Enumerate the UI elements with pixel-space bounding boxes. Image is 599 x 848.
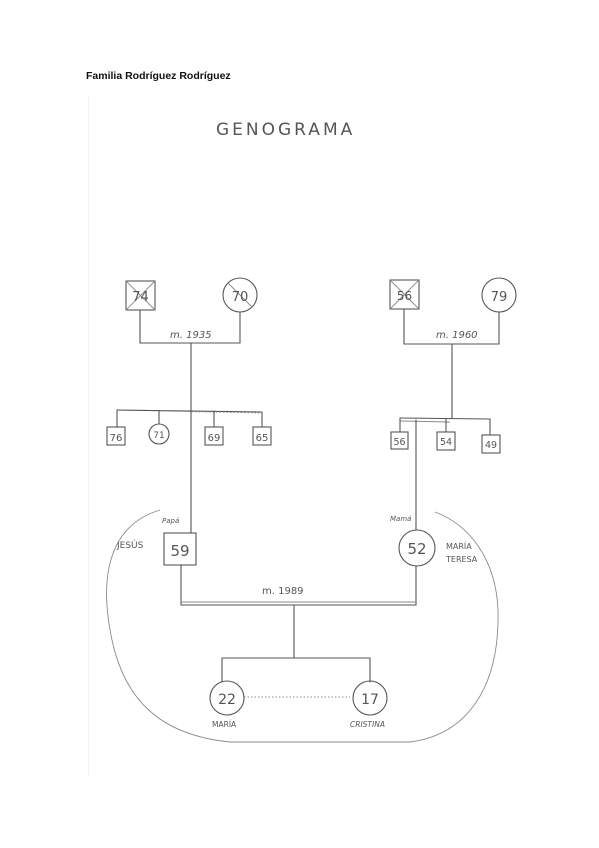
maternal-marriage-label: m. 1960 (436, 330, 478, 341)
father-name: JESÚS (116, 539, 144, 551)
father-age: 59 (170, 542, 189, 560)
paternal-sibling-1: 76 (106, 426, 126, 446)
maternal-grandfather-age: 56 (397, 289, 412, 303)
svg-text:49: 49 (485, 440, 497, 451)
svg-text:71: 71 (153, 431, 164, 441)
child-1-symbol: 22 (209, 680, 245, 716)
paternal-grandmother-symbol: 70 (222, 277, 258, 313)
child-2-name: CRISTINA (350, 720, 385, 729)
paternal-grandfather-age: 74 (132, 290, 149, 305)
parents-marriage-label: m. 1989 (262, 586, 304, 597)
document-title: Familia Rodríguez Rodríguez (86, 70, 231, 82)
household-boundary (106, 509, 499, 743)
maternal-sibling-2: 54 (436, 431, 456, 451)
paternal-grandmother-age: 70 (232, 290, 249, 305)
mother-symbol: 52 (398, 529, 436, 567)
paternal-sibship (116, 342, 263, 428)
maternal-sibling-1: 56 (390, 431, 409, 450)
mother-nickname: Mamá (390, 515, 411, 523)
maternal-grandfather-symbol: 56 (389, 279, 420, 310)
scanned-sheet (88, 96, 559, 776)
svg-text:69: 69 (208, 433, 221, 444)
mother-name-line1: MARÍA (446, 540, 472, 551)
paternal-marriage-label: m. 1935 (170, 330, 212, 341)
svg-text:76: 76 (110, 433, 123, 444)
maternal-grandmother-age: 79 (491, 290, 508, 305)
parents-marriage-line (180, 564, 417, 606)
child-1-age: 22 (218, 692, 236, 708)
maternal-sibship (399, 343, 491, 436)
paternal-sibling-4: 65 (252, 426, 272, 446)
paternal-grandfather-symbol: 74 (125, 280, 156, 311)
child-2-symbol: 17 (352, 680, 388, 716)
paternal-marriage-line (139, 309, 241, 344)
child-2-age: 17 (361, 692, 379, 708)
paternal-sibling-2: 71 (148, 423, 170, 445)
paternal-sibling-3: 69 (204, 426, 224, 446)
maternal-grandmother-symbol: 79 (481, 277, 517, 313)
children-sibship (221, 604, 371, 698)
mother-name-line2: TERESA (445, 555, 478, 564)
father-symbol: 59 (163, 532, 197, 566)
father-nickname: Papá (162, 517, 179, 525)
mother-age: 52 (407, 540, 426, 558)
svg-text:56: 56 (393, 437, 405, 448)
svg-text:54: 54 (440, 437, 452, 448)
genogram-heading: GENOGRAMA (216, 120, 355, 140)
svg-text:65: 65 (256, 433, 269, 444)
child-1-name: MARÍA (212, 720, 237, 729)
maternal-sibling-3: 49 (481, 434, 501, 454)
